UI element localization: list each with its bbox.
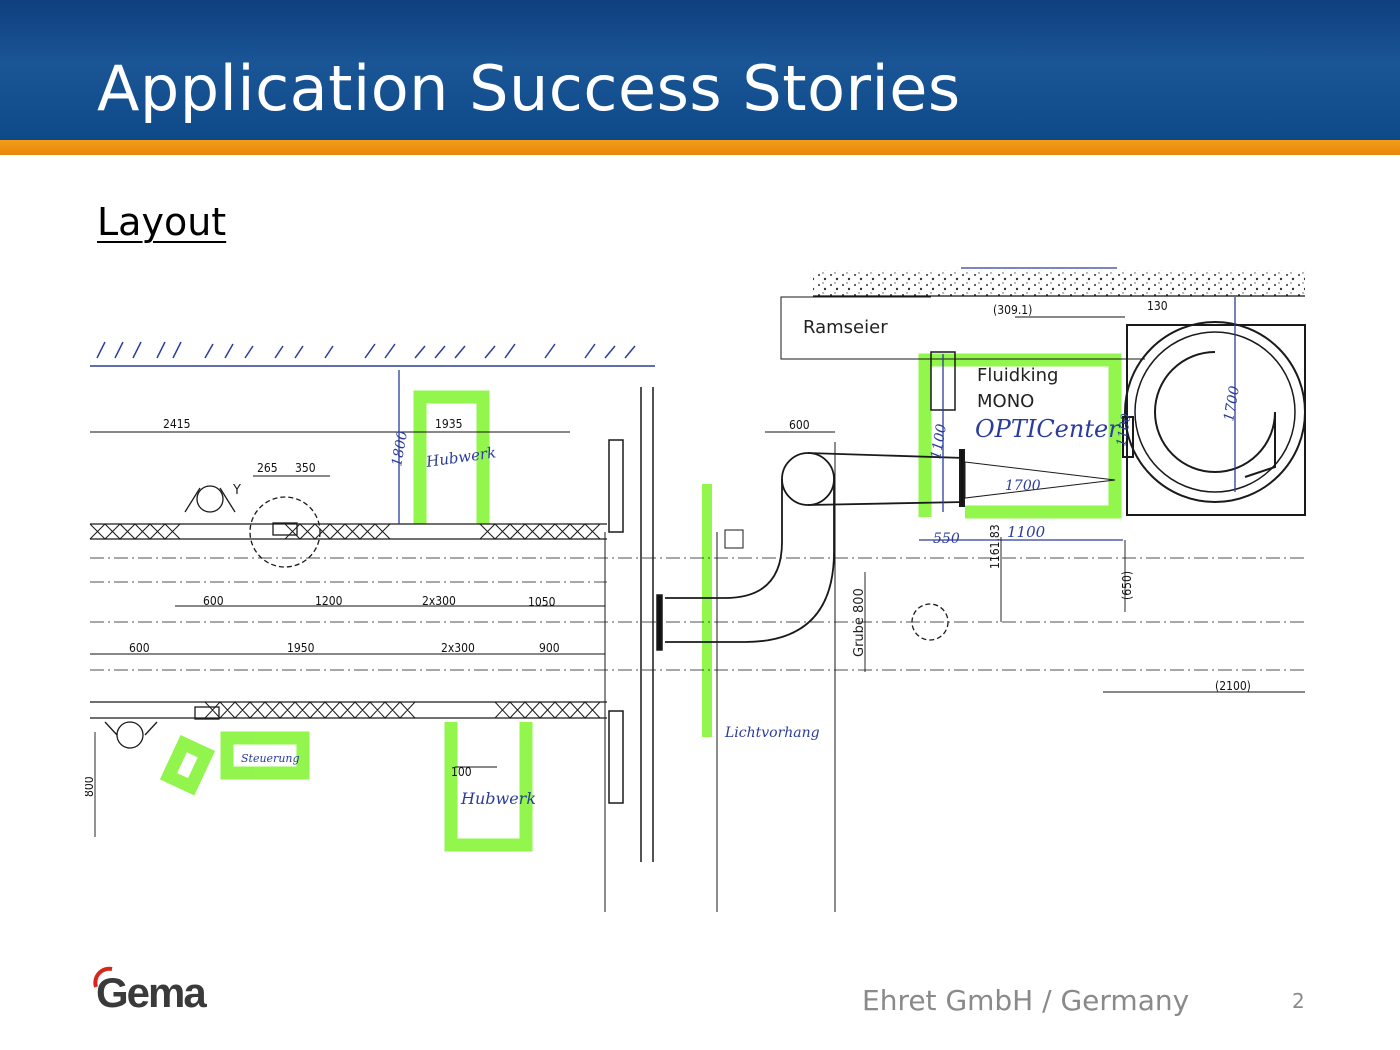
dim-1700-mid: 1700 xyxy=(1005,478,1041,494)
conveyor-upper xyxy=(89,523,1305,583)
dim-2100: (2100) xyxy=(1215,679,1251,693)
dim-600-b: 600 xyxy=(129,641,150,655)
dim-265: 265 xyxy=(257,461,278,475)
label-fluidking: Fluidking xyxy=(977,365,1058,386)
fixtures xyxy=(104,485,949,749)
highlight-hubwerk-top xyxy=(413,390,490,524)
label-lichtvorhang: Lichtvorhang xyxy=(724,725,820,741)
layout-drawing: Hubwerk Hubwerk Steuerung Lichtvorhang O… xyxy=(82,262,1310,912)
label-steuerung: Steuerung xyxy=(241,752,300,765)
gema-logo: Gema xyxy=(92,965,222,1020)
frame-posts xyxy=(604,387,836,912)
dim-100: 100 xyxy=(451,765,472,779)
logo-arc-icon xyxy=(93,966,113,988)
dim-2x300-a: 2x300 xyxy=(422,594,456,608)
dim-1161: 1161.83 xyxy=(988,524,1002,569)
dim-1935: 1935 xyxy=(435,417,462,431)
dim-350: 350 xyxy=(295,461,316,475)
page-number: 2 xyxy=(1292,989,1305,1013)
dim-1950: 1950 xyxy=(287,641,315,655)
dim-1050: 1050 xyxy=(528,595,556,609)
dim-600-a: 600 xyxy=(203,594,224,608)
label-mono: MONO xyxy=(977,391,1034,412)
label-y: Y xyxy=(232,483,241,498)
dim-130: 130 xyxy=(1147,299,1168,313)
dim-2x300-b: 2x300 xyxy=(441,641,475,655)
dim-1100-vert: 1100 xyxy=(928,423,950,461)
dim-2415: 2415 xyxy=(163,417,190,431)
dimension-lines xyxy=(90,316,1305,837)
pen-dimension-lines xyxy=(398,267,1236,541)
dim-800: 800 xyxy=(85,776,96,797)
dim-1100-right: 1100 xyxy=(1114,412,1135,447)
dim-1700-right: 1700 xyxy=(1221,385,1243,423)
highlight-small-box xyxy=(159,734,216,796)
dim-650: (650) xyxy=(1120,571,1134,600)
concrete-floor xyxy=(813,270,1305,297)
dim-1200: 1200 xyxy=(315,594,343,608)
highlight-hubwerk-bottom xyxy=(444,722,533,852)
highlight-lichtvorhang xyxy=(702,484,712,737)
dim-1800: 1800 xyxy=(389,430,411,468)
section-subtitle: Layout xyxy=(97,200,227,244)
footer-company: Ehret GmbH / Germany xyxy=(862,984,1190,1017)
fluidking-unit xyxy=(959,321,1306,516)
label-hubwerk-bottom: Hubwerk xyxy=(460,789,536,808)
dim-309: (309.1) xyxy=(993,303,1032,317)
label-opticenter: OPTICenter xyxy=(975,415,1121,443)
dim-1100-bottom: 1100 xyxy=(1007,523,1046,541)
logo-text: Gema xyxy=(96,969,207,1016)
header-banner xyxy=(0,0,1400,140)
highlight-fluidking xyxy=(918,353,1122,519)
dim-550: 550 xyxy=(933,531,960,547)
dim-900: 900 xyxy=(539,641,560,655)
label-ramseier: Ramseier xyxy=(803,317,888,338)
highlight-marks xyxy=(159,353,1122,852)
slide-title: Application Success Stories xyxy=(97,52,961,125)
label-grube: Grube 800 xyxy=(852,588,867,657)
header-accent-stripe xyxy=(0,140,1400,155)
duct-pipe xyxy=(665,452,966,643)
conveyor-lower xyxy=(90,621,1305,719)
wall-hatch xyxy=(90,341,655,367)
highlight-steuerung xyxy=(220,731,310,780)
dim-600-top: 600 xyxy=(789,418,810,432)
